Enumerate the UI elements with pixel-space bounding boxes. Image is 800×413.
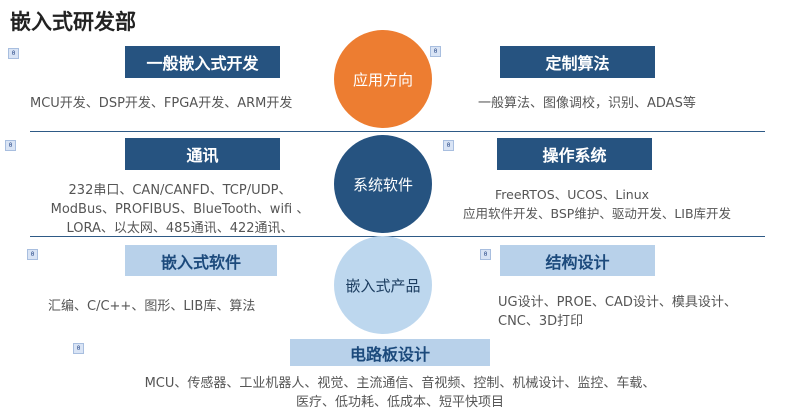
section-operating-system-label: 操作系统: [542, 146, 607, 165]
section-embedded-software-label: 嵌入式软件: [160, 252, 241, 272]
structure-design-items: UG设计、PROE、CAD设计、模具设计、 CNC、3D打印: [498, 293, 798, 331]
pcb-design-line: 医疗、低功耗、低成本、短平快项目: [295, 395, 504, 410]
communication-line: ModBus、PROFIBUS、BlueTooth、wifi 、: [50, 202, 310, 217]
index-marker: 0: [480, 249, 491, 260]
index-marker: 0: [73, 343, 84, 354]
section-pcb-design-label: 电路板设计: [349, 344, 430, 364]
custom-algorithm-items: 一般算法、图像调校，识别、ADAS等: [478, 96, 696, 111]
operating-system-line: 应用软件开发、BSP维护、驱动开发、LIB库开发: [463, 206, 732, 221]
section-structure-design-label: 结构设计: [545, 252, 610, 272]
section-embedded-software: 嵌入式软件: [125, 245, 277, 276]
pcb-design-items: MCU、传感器、工业机器人、视觉、主流通信、音视频、控制、机械设计、监控、车载、…: [40, 374, 760, 412]
section-operating-system: 操作系统: [497, 138, 652, 170]
section-communication: 通讯: [125, 138, 280, 170]
operating-system-items: FreeRTOS、UCOS、Linux 应用软件开发、BSP维护、驱动开发、LI…: [463, 185, 798, 223]
circle-application-label: 应用方向: [352, 70, 413, 89]
divider-line-bottom: [30, 236, 765, 237]
section-general-embedded: 一般嵌入式开发: [125, 46, 280, 78]
section-structure-design: 结构设计: [500, 245, 655, 276]
structure-design-line: CNC、3D打印: [498, 314, 584, 329]
circle-system-software: 系统软件: [334, 135, 432, 233]
embedded-software-items: 汇编、C/C++、图形、LIB库、算法: [48, 299, 256, 314]
index-marker: 0: [443, 140, 454, 151]
section-custom-algorithm-label: 定制算法: [545, 54, 610, 73]
operating-system-line: FreeRTOS、UCOS、Linux: [495, 187, 650, 202]
section-pcb-design: 电路板设计: [290, 339, 490, 366]
communication-items: 232串口、CAN/CANFD、TCP/UDP、 ModBus、PROFIBUS…: [30, 181, 330, 238]
circle-system-software-label: 系统软件: [352, 175, 413, 194]
divider-line-top: [30, 131, 765, 132]
section-communication-label: 通讯: [186, 146, 219, 165]
communication-line: 232串口、CAN/CANFD、TCP/UDP、: [68, 183, 292, 198]
pcb-design-line: MCU、传感器、工业机器人、视觉、主流通信、音视频、控制、机械设计、监控、车载、: [144, 376, 656, 391]
index-marker: 0: [430, 46, 441, 57]
section-custom-algorithm: 定制算法: [500, 46, 655, 78]
index-marker: 0: [8, 48, 19, 59]
circle-embedded-product-label: 嵌入式产品: [345, 276, 421, 295]
communication-line: LORA、以太网、485通讯、422通讯、: [66, 221, 294, 236]
section-general-embedded-label: 一般嵌入式开发: [146, 54, 259, 73]
index-marker: 0: [5, 140, 16, 151]
page-title: 嵌入式研发部: [10, 10, 136, 34]
index-marker: 0: [27, 249, 38, 260]
structure-design-line: UG设计、PROE、CAD设计、模具设计、: [498, 295, 737, 310]
general-embedded-items: MCU开发、DSP开发、FPGA开发、ARM开发: [30, 96, 293, 111]
circle-embedded-product: 嵌入式产品: [334, 236, 432, 334]
circle-application: 应用方向: [334, 30, 432, 128]
